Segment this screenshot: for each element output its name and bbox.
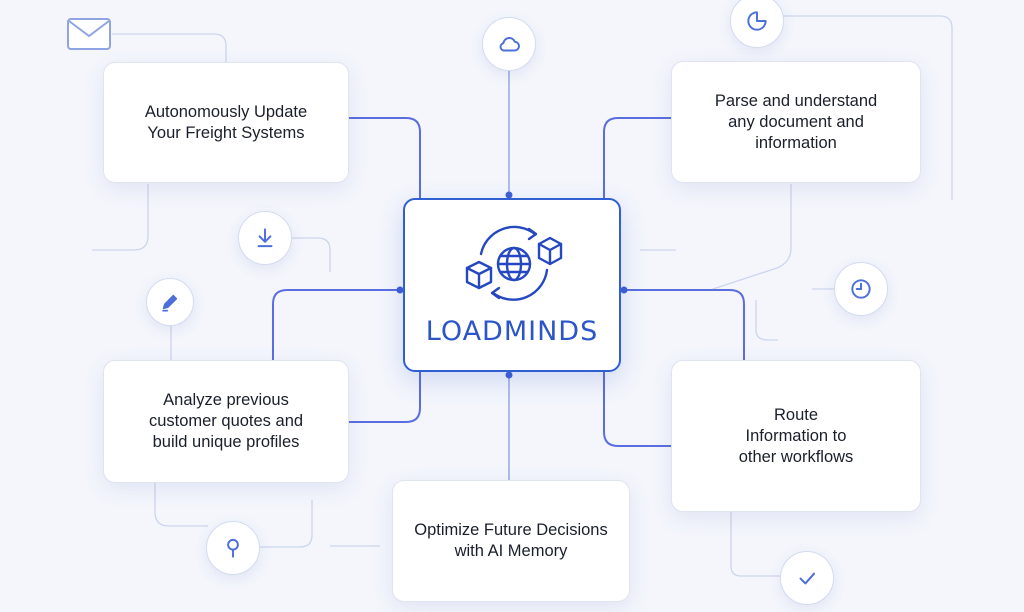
- edit-icon: [146, 278, 194, 326]
- checkmark-icon: [780, 551, 834, 605]
- card-update-freight-systems: Autonomously Update Your Freight Systems: [103, 62, 349, 183]
- card-route-information: Route Information to other workflows: [671, 360, 921, 512]
- location-pin-icon: [206, 521, 260, 575]
- cloud-icon: [482, 17, 536, 71]
- logistics-globe-icon: [465, 225, 563, 301]
- mail-icon: [66, 17, 112, 51]
- loadminds-hub: LOADMINDS: [403, 198, 621, 372]
- card-parse-documents: Parse and understand any document and in…: [671, 61, 921, 183]
- brand-title: LOADMINDS: [425, 316, 599, 347]
- pie-chart-icon: [730, 0, 784, 48]
- clock-icon: [834, 262, 888, 316]
- download-icon: [238, 211, 292, 265]
- card-analyze-quotes: Analyze previous customer quotes and bui…: [103, 360, 349, 483]
- card-optimize-decisions: Optimize Future Decisions with AI Memory: [392, 480, 630, 602]
